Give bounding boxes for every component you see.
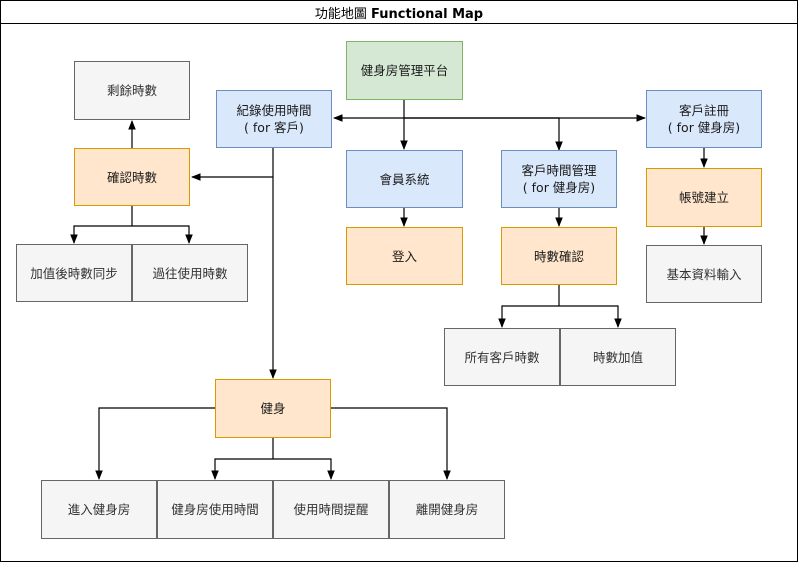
- node-customer-register: 客戶註冊 ( for 健身房): [646, 90, 762, 148]
- title-prefix: 功能地圖: [314, 6, 372, 22]
- edge-record-to-confirm: [191, 148, 274, 181]
- node-leave-gym: 離開健身房: [389, 480, 505, 539]
- diagram-title: 功能地圖 Functional Map: [1, 1, 797, 24]
- node-workout: 健身: [215, 379, 331, 438]
- node-basic-info: 基本資料輸入: [646, 245, 762, 303]
- edge-workout-to-gym-usage: [211, 458, 273, 480]
- edge-hub-to-customer-time: [404, 117, 563, 151]
- node-gym-usage-time: 健身房使用時間: [157, 480, 273, 539]
- edge-workout-to-enter: [95, 407, 215, 480]
- node-hours-check: 時數確認: [501, 227, 617, 285]
- node-usage-reminder: 使用時間提醒: [273, 480, 389, 539]
- node-customer-time: 客戶時間管理 ( for 健身房): [501, 150, 617, 208]
- node-account-create: 帳號建立: [646, 168, 762, 227]
- node-confirm-hours: 確認時數: [74, 148, 190, 206]
- node-topup-sync: 加值後時數同步: [16, 244, 132, 302]
- edge-check-to-hours-topup: [559, 305, 622, 328]
- node-hours-topup: 時數加值: [560, 328, 676, 386]
- node-past-usage: 過往使用時數: [132, 244, 248, 302]
- node-member-system: 會員系統: [346, 150, 463, 208]
- edge-confirm-to-topup-sync: [70, 225, 132, 244]
- node-login: 登入: [346, 227, 463, 285]
- edge-workout-to-reminder: [273, 458, 335, 480]
- node-remaining-hours: 剩餘時數: [74, 61, 190, 120]
- node-all-customer-hours: 所有客戶時數: [444, 328, 560, 386]
- edge-confirm-to-past-usage: [132, 225, 193, 244]
- node-record-usage: 紀錄使用時間 ( for 客戶): [216, 90, 332, 148]
- title-bold: Functional Map: [371, 6, 484, 22]
- node-enter-gym: 進入健身房: [41, 480, 157, 539]
- node-platform: 健身房管理平台: [346, 41, 463, 100]
- edge-workout-to-leave: [331, 407, 451, 480]
- edge-check-to-all-hours: [498, 305, 559, 328]
